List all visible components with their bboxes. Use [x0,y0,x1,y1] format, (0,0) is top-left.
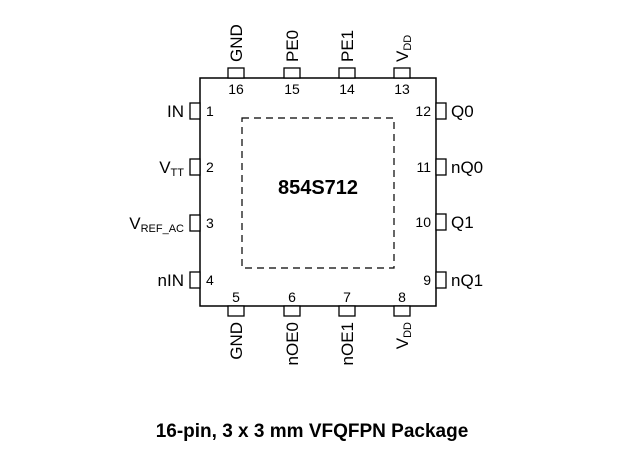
pin-label-vdd: VDD [393,322,414,349]
pin-label-nq0: nQ0 [451,158,483,177]
exposed-pad [241,117,395,269]
pin-number-12: 12 [415,103,431,119]
part-number: 854S712 [278,177,358,199]
pin-number-10: 10 [415,214,431,230]
pin-name: PE0 [283,30,302,62]
pin-label-vref-ac: VREF_AC [129,214,184,235]
pin-name: Q0 [451,102,474,121]
pin-subscript: REF_AC [141,223,184,235]
package-body [199,77,437,307]
pin-pad-15 [283,67,301,79]
pin-label-vtt: VTT [159,158,184,179]
package-caption: 16-pin, 3 x 3 mm VFQFPN Package [156,421,469,442]
pin-number-7: 7 [343,289,351,305]
pin-pad-12 [435,102,447,120]
pin-label-noe0: nOE0 [283,322,302,365]
pin-name: V [159,158,171,177]
pin-number-14: 14 [339,81,355,97]
pin-name: nOE1 [338,322,357,365]
pin-label-nq1: nQ1 [451,271,483,290]
pin-pad-13 [393,67,411,79]
pin-label-gnd: GND [227,24,246,62]
pin-pad-6 [283,305,301,317]
pin-label-noe1: nOE1 [338,322,357,365]
pin-label-q0: Q0 [451,102,474,121]
pin-pad-3 [189,214,201,232]
pin-pad-16 [227,67,245,79]
pin-name: nQ0 [451,158,483,177]
pin-pad-14 [338,67,356,79]
pin-number-3: 3 [206,215,214,231]
pin-label-gnd: GND [227,322,246,360]
pin-pad-5 [227,305,245,317]
pin-number-16: 16 [228,81,244,97]
pin-pad-11 [435,158,447,176]
pin-pad-1 [189,102,201,120]
pin-number-13: 13 [394,81,410,97]
pin-name: IN [167,102,184,121]
pin-pad-7 [338,305,356,317]
pin-number-1: 1 [206,103,214,119]
pin-number-11: 11 [416,159,431,175]
pin-subscript: DD [402,35,414,51]
pin-label-q1: Q1 [451,213,474,232]
pin-name: V [129,214,141,233]
pin-pad-9 [435,271,447,289]
pin-label-nin: nIN [158,271,184,290]
pin-number-15: 15 [284,81,300,97]
pin-label-in: IN [167,102,184,121]
pin-label-pe1: PE1 [338,30,357,62]
pin-pad-2 [189,158,201,176]
pin-name: nQ1 [451,271,483,290]
pin-name: nIN [158,271,184,290]
pin-subscript: DD [402,322,414,338]
pin-label-pe0: PE0 [283,30,302,62]
pin-name: nOE0 [283,322,302,365]
pin-number-2: 2 [206,159,214,175]
pin-name: PE1 [338,30,357,62]
pin-subscript: TT [171,167,185,179]
pin-name: Q1 [451,213,474,232]
pin-number-5: 5 [232,289,240,305]
pin-pad-10 [435,213,447,231]
pin-pad-8 [393,305,411,317]
pin-name: GND [227,322,246,360]
pin-name: V [393,337,412,349]
pin-label-vdd: VDD [393,35,414,62]
pin-number-9: 9 [423,272,431,288]
pin-name: GND [227,24,246,62]
pin-name: V [393,50,412,62]
pin-number-6: 6 [288,289,296,305]
pin-number-8: 8 [398,289,406,305]
pin-pad-4 [189,271,201,289]
pin-number-4: 4 [206,272,214,288]
